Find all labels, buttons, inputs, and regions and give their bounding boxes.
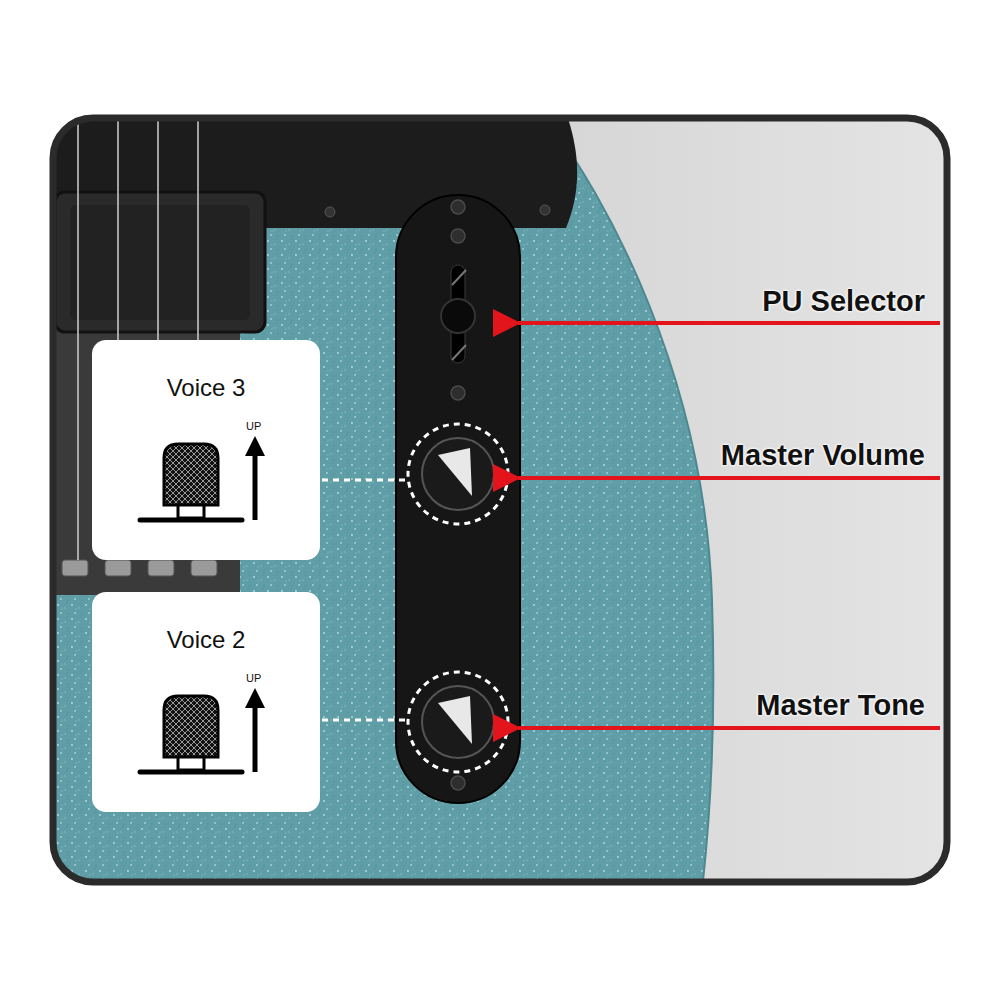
voice-title: Voice 3 <box>92 374 320 402</box>
knob-pull-icon <box>92 592 300 812</box>
voice-box: Voice 2 UP <box>92 592 320 812</box>
control-label: Master Volume <box>721 439 925 472</box>
voice-title: Voice 2 <box>92 626 320 654</box>
direction-label: UP <box>246 672 261 684</box>
control-label: PU Selector <box>762 285 925 318</box>
voice-box: Voice 3 UP <box>92 340 320 560</box>
control-label: Master Tone <box>756 689 925 722</box>
knob-pull-icon <box>92 340 300 560</box>
direction-label: UP <box>246 420 261 432</box>
